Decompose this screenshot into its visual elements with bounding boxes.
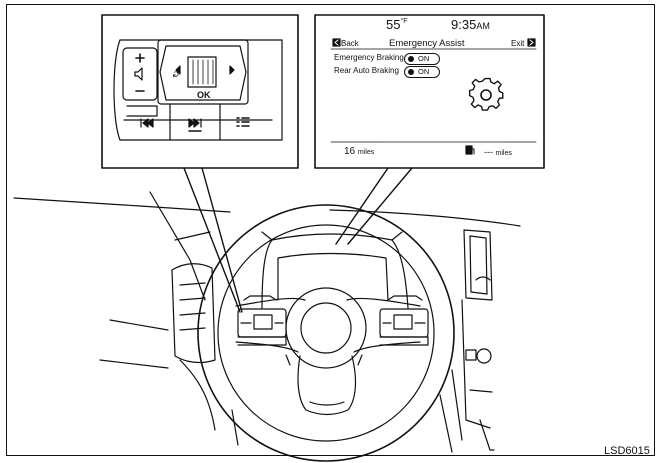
figure-frame [6, 4, 655, 456]
right-arrow-icon [229, 65, 235, 75]
distance-right-readout: --- miles [484, 147, 512, 158]
back-arrow-icon [332, 38, 341, 47]
fuel-icon [465, 145, 475, 155]
volume-up-icon [135, 53, 145, 63]
toggle-knob [408, 56, 414, 62]
next-track-icon [188, 118, 202, 132]
speaker-icon [134, 67, 143, 81]
toggle-state: ON [418, 54, 430, 63]
back-label: Back [341, 39, 359, 48]
screen-title: Emergency Assist [389, 38, 465, 49]
setting-label-rear-auto-braking: Rear Auto Braking [334, 66, 399, 75]
temperature-readout: 55°F [386, 17, 408, 32]
pointer-line-display [335, 167, 413, 245]
emergency-braking-toggle: ON [404, 53, 440, 65]
setting-label-emergency-braking: Emergency Braking [334, 53, 404, 62]
previous-track-icon [140, 118, 154, 128]
figure-code: LSD6015 [604, 445, 650, 457]
svg-text:↻: ↻ [172, 70, 182, 78]
rear-auto-braking-toggle: ON [404, 66, 440, 78]
pointer-line-controls [183, 167, 243, 313]
menu-list-icon [236, 117, 250, 127]
left-arrow-icon [175, 65, 181, 75]
distance-left-readout: 16 miles [344, 146, 375, 157]
steering-wheel-scene [13, 191, 521, 462]
gear-icon [468, 77, 504, 111]
toggle-state: ON [418, 67, 430, 76]
exit-label: Exit [511, 39, 525, 48]
clock-readout: 9:35AM [451, 17, 490, 32]
steering-switch-panel [113, 39, 283, 141]
toggle-knob [408, 69, 414, 75]
phone-icon: ↻ [172, 70, 182, 78]
display-callout-frame [314, 14, 545, 169]
ok-button-label: OK [197, 90, 211, 100]
exit-arrow-icon [527, 38, 536, 47]
